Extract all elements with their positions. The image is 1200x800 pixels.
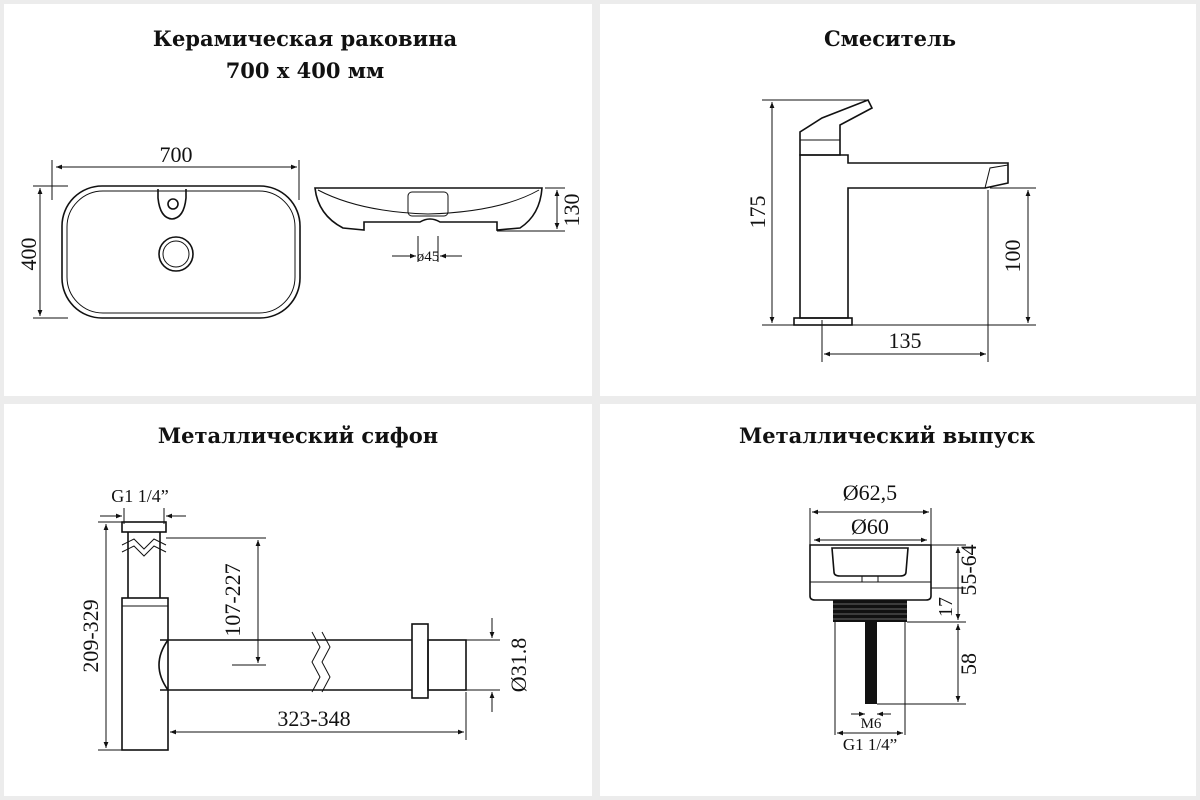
siphon-bottle xyxy=(121,597,169,751)
outlet-thread xyxy=(833,600,907,622)
sink-plan-outline xyxy=(61,185,301,319)
sink-height-label: 130 xyxy=(559,194,584,227)
outlet-stem-thread-label: M6 xyxy=(861,716,882,732)
faucet-handle xyxy=(799,98,874,156)
outlet-stem xyxy=(865,622,877,704)
outlet-thread-label: G1 1/4” xyxy=(843,735,897,754)
siphon-outlet-height-label: 107-227 xyxy=(220,563,245,636)
outlet-title: Металлический выпуск xyxy=(739,423,1035,448)
outlet-inner-diameter-label: Ø60 xyxy=(851,514,889,539)
siphon-length-label: 323-348 xyxy=(277,706,350,731)
siphon-title: Металлический сифон xyxy=(158,423,438,448)
siphon-thread-label: G1 1/4” xyxy=(111,486,169,506)
outlet-diagram: Металлический выпуск Ø62,5 Ø60 55-64 17 … xyxy=(739,423,1035,754)
spout-height-label: 100 xyxy=(1000,240,1025,273)
sink-depth-label: 400 xyxy=(16,238,41,271)
faucet-diagram: Смеситель 175 100 135 xyxy=(745,26,1036,362)
sink-title-line2: 700 x 400 мм xyxy=(226,58,385,83)
outlet-outer-diameter-label: Ø62,5 xyxy=(843,480,897,505)
outlet-cap xyxy=(809,544,932,601)
panel-sink xyxy=(4,4,592,396)
sink-diagram: Керамическая раковина 700 x 400 мм 700 4… xyxy=(16,26,584,319)
faucet-title: Смеситель xyxy=(824,26,956,51)
outlet-flange-label: 17 xyxy=(935,597,957,617)
sink-title-line1: Керамическая раковина xyxy=(153,26,458,51)
outlet-stem-length-label: 58 xyxy=(956,653,981,675)
panel-faucet xyxy=(600,4,1196,396)
outlet-length-label: 55-64 xyxy=(956,544,981,595)
siphon-flange xyxy=(411,623,429,699)
faucet-body xyxy=(799,154,1009,319)
siphon-diagram: Металлический сифон G1 1/4” 209-329 107-… xyxy=(78,423,531,751)
spout-reach-label: 135 xyxy=(889,328,922,353)
siphon-pipe-diameter-label: Ø31.8 xyxy=(506,638,531,692)
siphon-height-label: 209-329 xyxy=(78,599,103,672)
drain-ring xyxy=(158,236,194,272)
drain-diameter-label: ø45 xyxy=(417,249,440,265)
sink-width-label: 700 xyxy=(160,142,193,167)
overflow-hole xyxy=(167,198,179,210)
faucet-height-label: 175 xyxy=(745,196,770,229)
sink-side-outline xyxy=(314,187,543,231)
